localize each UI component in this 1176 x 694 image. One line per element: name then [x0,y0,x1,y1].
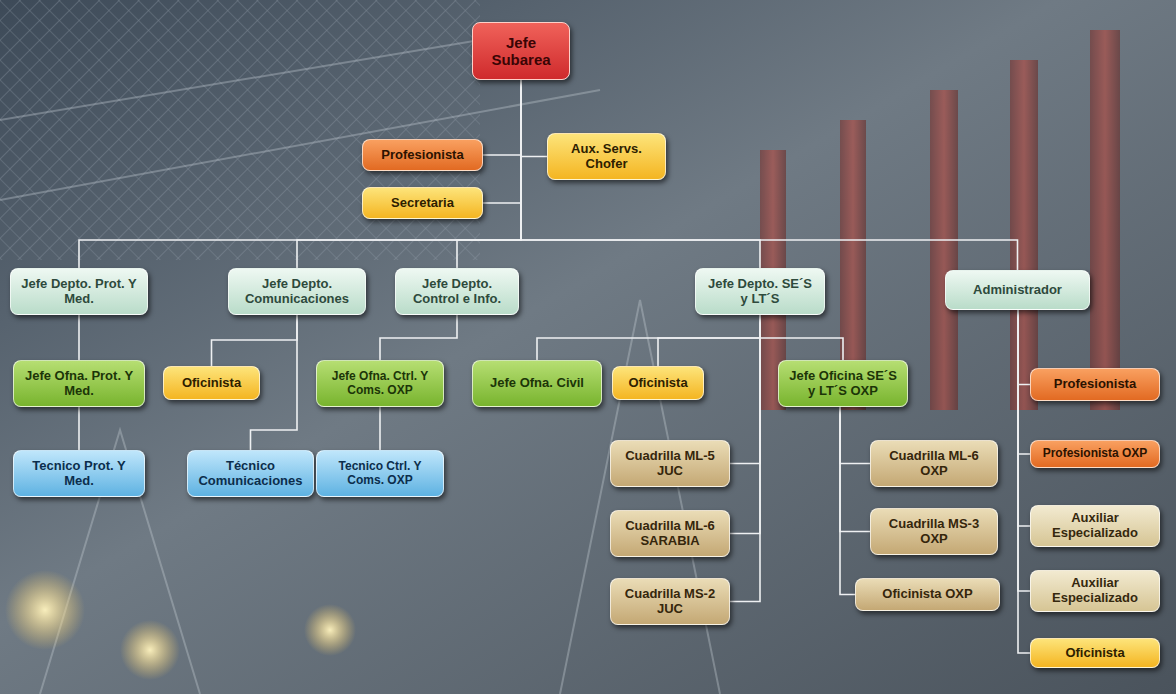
insulator [1010,60,1038,410]
box-label: Jefe Ofna. Civil [490,376,584,391]
org-box: Jefe Ofna. Ctrl. Y Coms. OXP [316,360,444,407]
org-box: Administrador [945,270,1090,310]
box-label: Profesionista OXP [1043,447,1148,461]
org-connector [521,80,1018,270]
box-label: Jefe Subarea [481,34,561,69]
box-label: Profesionista [1054,377,1136,392]
box-label: Jefe Depto. Control e Info. [404,277,510,307]
light-glow [304,604,356,656]
org-connector [840,407,855,595]
box-label: Profesionista [381,148,463,163]
org-connector [730,315,760,534]
org-box: Auxiliar Especializado [1030,570,1160,612]
org-box: Jefe Depto. SE´S y LT´S [695,268,825,315]
org-connector [79,80,521,268]
box-label: Cuadrilla MS-2 JUC [619,587,721,617]
box-label: Cuadrilla ML-5 JUC [619,449,721,479]
org-box: Jefe Depto. Comunicaciones [228,268,366,315]
org-box: Cuadrilla MS-2 JUC [610,578,730,625]
org-connector [760,315,843,360]
box-label: Jefe Oficina SE´S y LT´S OXP [787,369,899,399]
org-box: Profesionista OXP [1030,440,1160,468]
box-label: Administrador [973,283,1062,298]
wire [0,90,600,200]
box-label: Cuadrilla MS-3 OXP [879,517,989,547]
org-connector [457,80,521,268]
box-label: Cuadrilla ML-6 OXP [879,449,989,479]
box-label: Técnico Comunicaciones [196,459,305,489]
org-connector [1018,310,1030,653]
org-box: Profesionista [362,139,483,171]
box-label: Jefe Depto. SE´S y LT´S [704,277,816,307]
box-label: Aux. Servs. Chofer [556,142,657,172]
org-box: Jefe Depto. Prot. Y Med. [10,268,148,315]
org-connector [1018,310,1030,454]
fence-mesh [0,0,480,260]
org-box: Profesionista [1030,368,1160,401]
box-label: Jefe Ofna. Prot. Y Med. [22,369,136,399]
org-box: Oficinista OXP [855,578,1000,611]
box-label: Oficinista [1065,646,1124,661]
org-box: Tecnico Ctrl. Y Coms. OXP [316,450,444,497]
org-connector [730,315,760,602]
org-connector [483,80,521,155]
box-label: Jefe Ofna. Ctrl. Y Coms. OXP [325,370,435,398]
insulator [1090,30,1120,410]
org-connector [380,315,457,360]
org-box: Técnico Comunicaciones [187,450,314,497]
org-box: Cuadrilla MS-3 OXP [870,508,998,555]
org-connector [658,315,760,366]
box-label: Auxiliar Especializado [1039,576,1151,606]
box-label: Oficinista [182,376,241,391]
org-box: Jefe Ofna. Civil [472,360,602,407]
org-connector [840,407,870,532]
org-connector [1018,310,1030,526]
box-label: Jefe Depto. Comunicaciones [237,277,357,307]
org-connector [521,80,547,157]
org-connector [78,407,80,450]
box-label: Tecnico Prot. Y Med. [22,459,136,489]
org-box: Jefe Depto. Control e Info. [395,268,519,315]
insulator [930,90,958,410]
org-connector [1018,310,1030,591]
box-label: Oficinista OXP [882,587,972,602]
light-glow [120,620,180,680]
box-label: Oficinista [628,376,687,391]
light-glow [5,570,85,650]
org-box: Jefe Ofna. Prot. Y Med. [13,360,145,407]
box-label: Auxiliar Especializado [1039,511,1151,541]
insulator-group [760,30,1120,410]
org-box: Auxiliar Especializado [1030,505,1160,547]
org-box: Jefe Oficina SE´S y LT´S OXP [778,360,908,407]
org-box: Cuadrilla ML-5 JUC [610,440,730,487]
org-connector [840,407,870,464]
box-label: Tecnico Ctrl. Y Coms. OXP [325,460,435,488]
box-label: Cuadrilla ML-6 SARABIA [619,519,721,549]
org-box: Oficinista [163,366,260,400]
org-connector [483,80,521,203]
org-box: Aux. Servs. Chofer [547,133,666,180]
org-connector [1018,310,1030,385]
box-label: Secretaria [391,196,454,211]
org-box: Secretaria [362,187,483,219]
org-box: Jefe Subarea [472,22,570,80]
org-connector [212,315,298,366]
org-box: Cuadrilla ML-6 OXP [870,440,998,487]
org-connector [297,80,521,268]
org-box: Tecnico Prot. Y Med. [13,450,145,497]
box-label: Jefe Depto. Prot. Y Med. [19,277,139,307]
org-connector [730,315,760,464]
org-box: Oficinista [612,366,704,400]
org-box: Cuadrilla ML-6 SARABIA [610,510,730,557]
org-connector [78,315,80,360]
wire [0,40,480,120]
org-connector [379,407,381,450]
org-box: Oficinista [1030,638,1160,668]
